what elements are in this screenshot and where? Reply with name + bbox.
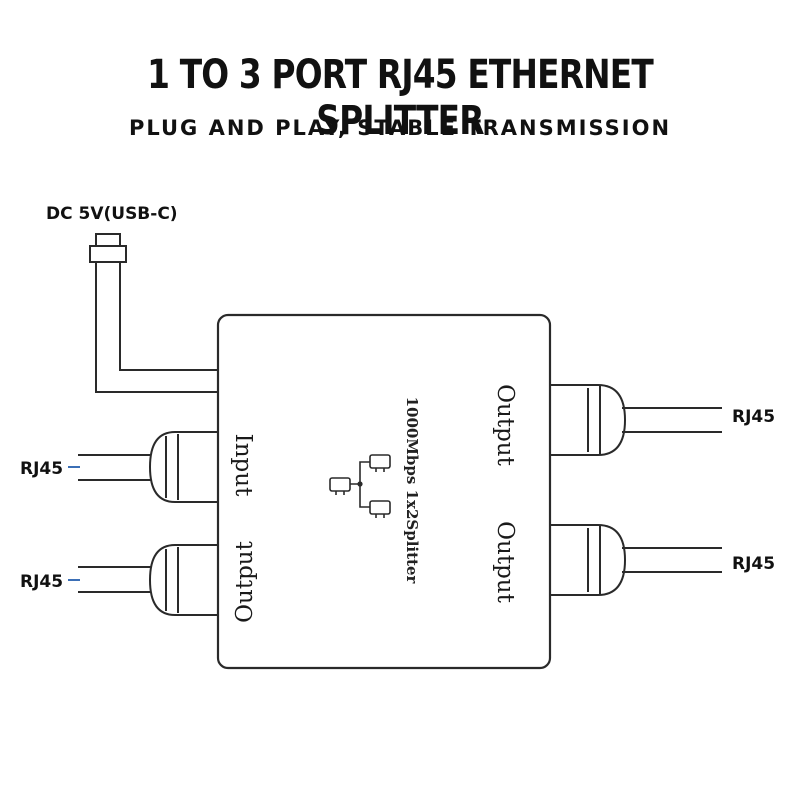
right-cable-output-2: [550, 524, 722, 596]
right-cable-output-1: [550, 384, 722, 456]
cable-label-right-output-2: RJ45: [732, 554, 775, 574]
page-subtitle: PLUG AND PLAY, STABLE TRANSMISSION: [128, 116, 672, 140]
port-label-input: Input: [230, 434, 256, 497]
port-label-right-output-2: Output: [492, 521, 518, 603]
page-title: 1 TO 3 PORT RJ45 ETHERNET SPLITTER: [147, 52, 654, 144]
left-cable-output: [68, 544, 218, 616]
cable-label-right-output-1: RJ45: [732, 407, 775, 427]
left-cable-input: [68, 431, 218, 503]
network-topology-icon: [329, 454, 391, 518]
power-cable: [89, 233, 218, 393]
cable-label-left-output: RJ45: [20, 572, 63, 592]
cable-label-left-input: RJ45: [20, 459, 63, 479]
port-label-right-output-1: Output: [492, 384, 518, 466]
splitter-body: [216, 313, 552, 670]
power-label: DC 5V(USB-C): [46, 204, 178, 224]
port-label-left-output: Output: [232, 540, 258, 622]
device-model-text: 1000Mbps 1x2Splitter: [403, 397, 421, 585]
